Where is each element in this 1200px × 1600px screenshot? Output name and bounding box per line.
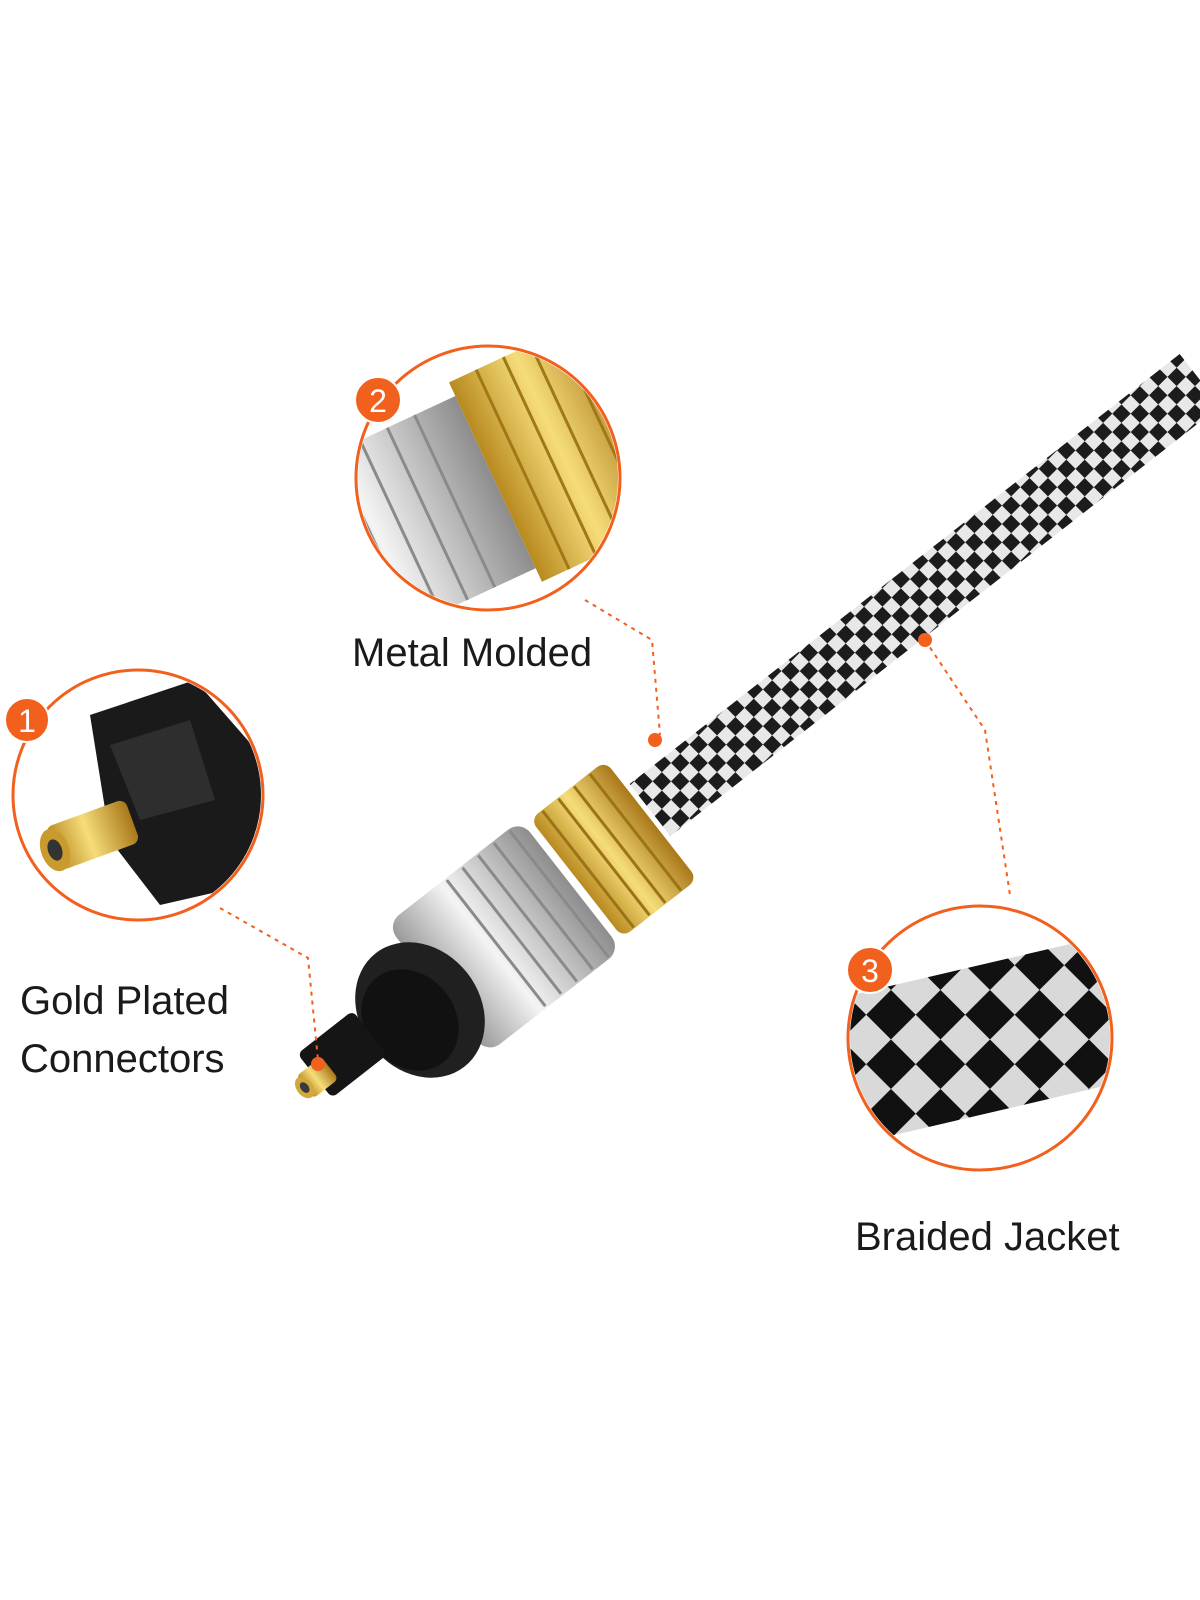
- label-braided-jacket: Braided Jacket: [855, 1215, 1120, 1259]
- black-collar: [355, 942, 485, 1078]
- gold-tip: [294, 1058, 337, 1099]
- callout-circle-3: [846, 904, 1114, 1172]
- leader-lines: [219, 599, 1011, 1061]
- badge-3-number: 3: [861, 953, 879, 989]
- label-metal-molded: Metal Molded: [352, 631, 593, 675]
- braided-cable: [629, 354, 1200, 836]
- anchor-dot-1: [311, 1057, 325, 1071]
- callout-circle-2: [354, 344, 622, 612]
- badge-2-number: 2: [369, 383, 387, 419]
- badge-2: 2: [354, 376, 402, 424]
- anchor-dots: [311, 633, 932, 1071]
- anchor-dot-3: [918, 633, 932, 647]
- badge-1: 1: [4, 697, 50, 743]
- callout-circle-1: [11, 668, 265, 922]
- label-gold-plated-connectors: Gold Plated Connectors: [20, 972, 229, 1088]
- badge-3: 3: [846, 946, 894, 994]
- anchor-dot-2: [648, 733, 662, 747]
- label-gold-plated-line1: Gold Plated: [20, 979, 230, 1023]
- badge-1-number: 1: [18, 703, 36, 739]
- label-gold-plated-line2: Connectors: [20, 1037, 225, 1081]
- main-gold-ring: [534, 764, 694, 934]
